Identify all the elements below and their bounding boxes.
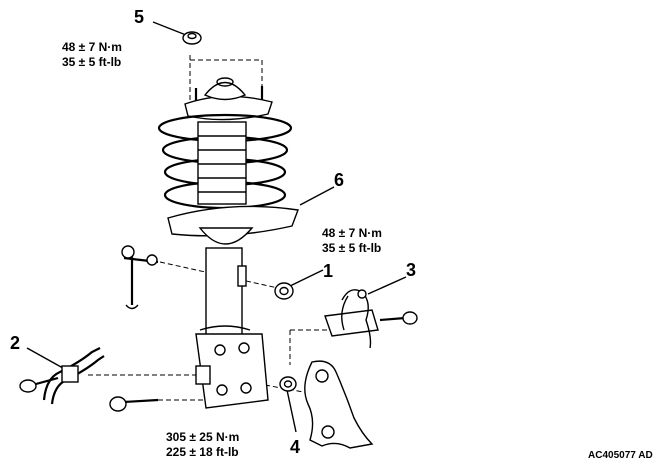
strut-body: [199, 247, 251, 339]
callout-4-torque-metric: 305 ± 25 N·m: [166, 430, 240, 444]
lower-spring-seat: [167, 205, 299, 245]
figure-code: AC405077 AD: [588, 450, 653, 461]
steering-knuckle: [304, 360, 374, 449]
callout-number-6: 6: [334, 170, 345, 190]
top-nut: [182, 31, 202, 45]
callout-number-1: 1: [323, 261, 334, 281]
coil-spring: [157, 113, 293, 210]
callout-number-2: 2: [10, 333, 21, 353]
callout-number-5: 5: [134, 7, 145, 27]
callout-5-torque-imperial: 35 ± 5 ft-lb: [62, 55, 122, 69]
callout-1-torque-metric: 48 ± 7 N·m: [322, 226, 382, 240]
callout-4-torque-imperial: 225 ± 18 ft-lb: [166, 445, 239, 459]
callout-5-torque-metric: 48 ± 7 N·m: [62, 40, 122, 54]
callout-1-torque-imperial: 35 ± 5 ft-lb: [322, 241, 382, 255]
brake-hose-bracket: [324, 289, 418, 349]
strut-bracket: [195, 333, 269, 409]
leader-lines: [26, 21, 407, 433]
callout-number-4: 4: [290, 437, 301, 457]
hose-clamp: [19, 347, 105, 405]
callout-number-3: 3: [406, 260, 417, 280]
strut-mounting-bolt: [109, 376, 297, 412]
upper-mount: [184, 77, 273, 121]
stabilizer-link: [121, 245, 159, 310]
stabilizer-link-nut: [274, 282, 294, 300]
